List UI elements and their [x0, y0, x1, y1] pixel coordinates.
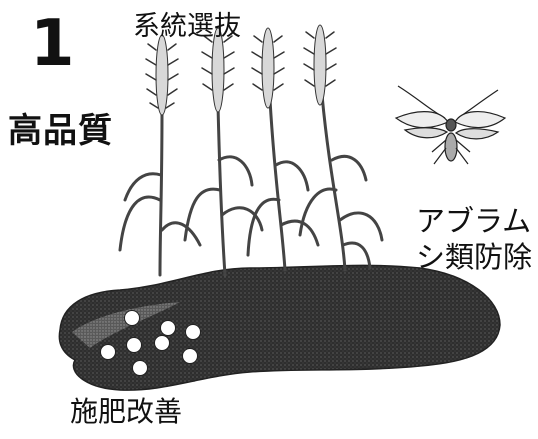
wheat-plant-1: [120, 35, 200, 275]
aphid-control-line1: アブラム: [416, 203, 532, 239]
fertilizer-improvement-label: 施肥改善: [70, 398, 182, 426]
line-selection-label: 系統選抜: [133, 13, 241, 40]
wheat-plant-3: [248, 28, 318, 270]
quality-label: 高品質: [8, 114, 113, 148]
aphid-control-line2: シ類防除: [416, 239, 532, 275]
wheat-plant-icon: [120, 25, 382, 275]
aphid-control-label: アブラム シ類防除: [416, 203, 532, 276]
step-number: 1: [30, 12, 75, 76]
aphid-insect-icon: [396, 86, 505, 164]
